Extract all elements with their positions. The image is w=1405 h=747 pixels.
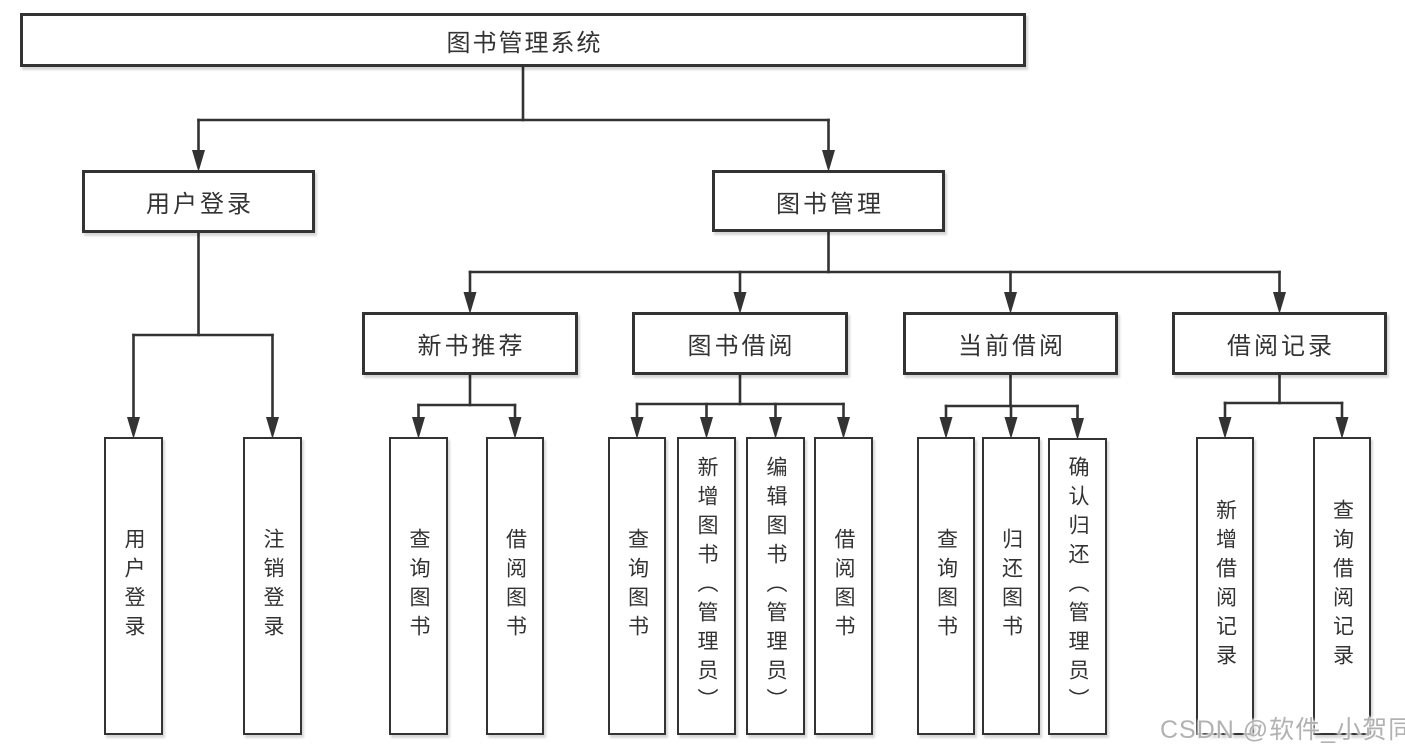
node-label-l1: 用户登录 (122, 528, 145, 644)
arrowhead-icon (1273, 292, 1286, 314)
node-label-l9: 查询图书 (934, 528, 958, 644)
node-label-l11: 确认归还（管理员） (1066, 456, 1089, 717)
node-label-l6: 新增图书（管理员） (695, 455, 718, 717)
node-label-l7: 编辑图书（管理员） (764, 455, 787, 717)
node-label-mgmt: 图书管理 (776, 190, 884, 218)
node-l8: 借阅图书 (814, 437, 873, 735)
node-label-l8: 借阅图书 (832, 528, 855, 644)
arrowhead-icon (769, 417, 782, 439)
node-current: 当前借阅 (903, 312, 1118, 375)
node-label-login: 用户登录 (146, 191, 254, 218)
arrowhead-icon (700, 417, 713, 439)
node-label-borrow: 图书借阅 (687, 333, 796, 360)
node-l6: 新增图书（管理员） (677, 437, 736, 735)
node-label-newbook: 新书推荐 (417, 333, 526, 360)
node-label-l3: 查询图书 (407, 528, 430, 644)
node-label-l10: 归还图书 (999, 528, 1023, 644)
arrowhead-icon (822, 150, 835, 172)
arrowhead-icon (463, 292, 477, 314)
node-login: 用户登录 (82, 170, 315, 233)
node-root: 图书管理系统 (20, 13, 1026, 67)
arrowhead-icon (508, 417, 522, 439)
node-l5: 查询图书 (608, 437, 666, 735)
node-l1: 用户登录 (104, 437, 163, 735)
arrowhead-icon (1335, 417, 1349, 439)
node-label-l5: 查询图书 (625, 528, 649, 644)
node-l9: 查询图书 (917, 437, 975, 735)
arrowhead-icon (939, 417, 953, 439)
arrowhead-icon (192, 150, 205, 172)
node-records: 借阅记录 (1172, 312, 1387, 375)
node-borrow: 图书借阅 (632, 312, 848, 375)
node-l13: 查询借阅记录 (1313, 437, 1371, 735)
node-label-l2: 注销登录 (261, 528, 284, 644)
arrowhead-icon (412, 417, 425, 439)
node-l4: 借阅图书 (486, 437, 544, 735)
arrowhead-icon (1004, 292, 1017, 314)
node-label-current: 当前借阅 (958, 333, 1066, 360)
node-l11: 确认归还（管理员） (1048, 438, 1107, 735)
node-l3: 查询图书 (389, 437, 448, 735)
node-l12: 新增借阅记录 (1196, 437, 1254, 735)
arrowhead-icon (733, 292, 747, 314)
node-newbook: 新书推荐 (362, 312, 578, 375)
arrowhead-icon (837, 417, 850, 439)
node-label-l13: 查询借阅记录 (1330, 499, 1354, 673)
arrowhead-icon (266, 417, 279, 439)
arrowhead-icon (1218, 417, 1232, 439)
node-label-l4: 借阅图书 (503, 528, 527, 644)
watermark: CSDN @软件_小贺同学 (1160, 716, 1405, 744)
node-label-records: 借阅记录 (1227, 333, 1335, 360)
arrowhead-icon (1071, 418, 1084, 440)
node-mgmt: 图书管理 (712, 170, 945, 232)
node-l7: 编辑图书（管理员） (746, 437, 805, 735)
node-l10: 归还图书 (982, 437, 1040, 735)
arrowhead-icon (1004, 417, 1018, 439)
arrowhead-icon (630, 417, 644, 439)
node-l2: 注销登录 (243, 437, 302, 735)
node-label-root: 图书管理系统 (446, 29, 603, 57)
arrowhead-icon (127, 417, 140, 439)
node-label-l12: 新增借阅记录 (1213, 499, 1237, 673)
